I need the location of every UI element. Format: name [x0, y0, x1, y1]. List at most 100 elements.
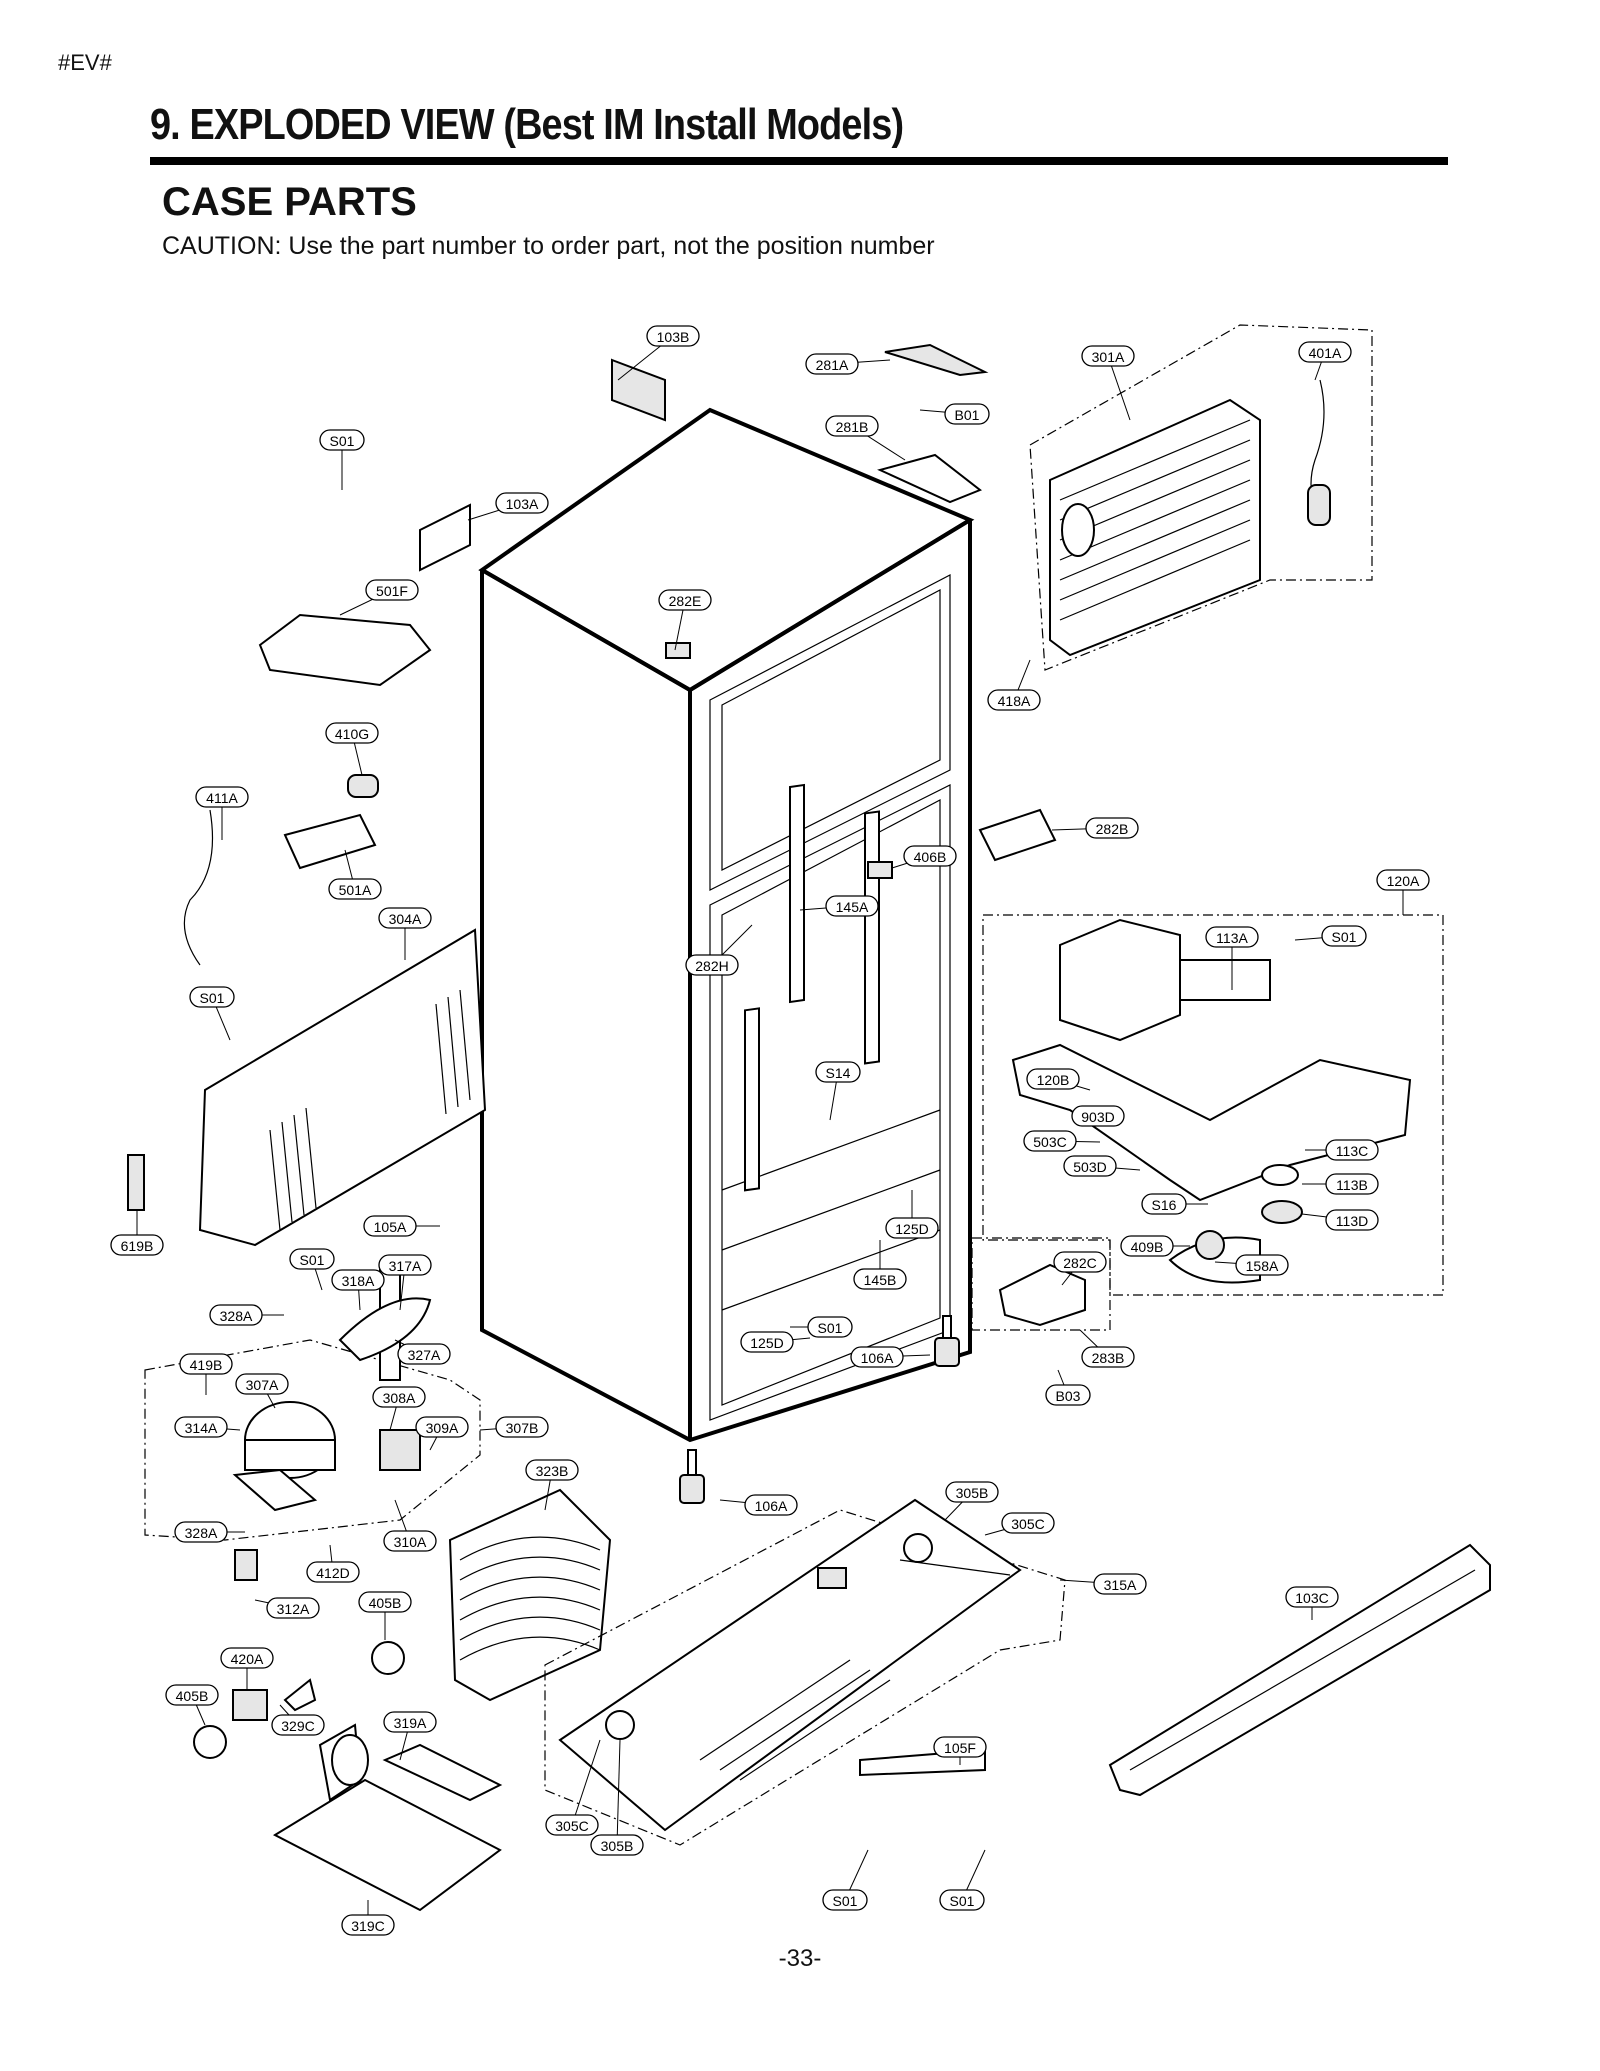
callout-label: 501F — [376, 583, 408, 599]
callout-315a: 315A — [1059, 1573, 1147, 1595]
callout-113d: 113D — [1301, 1209, 1379, 1231]
page-number: -33- — [778, 1945, 822, 1972]
evaporator-assembly — [1029, 324, 1373, 671]
callout-619b: 619B — [110, 1210, 164, 1256]
callout-bubble — [415, 1416, 469, 1438]
callout-bubble — [885, 1217, 939, 1239]
callout-503d: 503D — [1063, 1155, 1141, 1177]
callout-bubble — [209, 1304, 263, 1326]
callout-bubble — [195, 786, 249, 808]
callout-label: S01 — [300, 1252, 325, 1268]
callout-label: 106A — [755, 1498, 788, 1514]
callout-bubble — [1325, 1209, 1379, 1231]
callout-label: 903D — [1081, 1109, 1114, 1125]
callout-bubble — [590, 1834, 644, 1856]
callout-bubble — [383, 1530, 437, 1552]
section-title: CASE PARTS — [162, 180, 417, 224]
callout-308a: 308A — [372, 1386, 426, 1431]
callout-419b: 419B — [179, 1353, 233, 1395]
callout-319c: 319C — [341, 1900, 395, 1936]
callout-bubble — [853, 1268, 907, 1290]
callout-label: 501A — [339, 882, 372, 898]
callout-bubble — [266, 1597, 320, 1619]
callout-bubble — [378, 1254, 432, 1276]
callout-bubble — [944, 403, 990, 425]
callout-label: 412D — [316, 1565, 349, 1581]
callout-label: 420A — [231, 1651, 264, 1667]
callout-bubble — [289, 1248, 335, 1270]
callout-125db: 125D — [740, 1331, 811, 1353]
callout-label: 308A — [383, 1390, 416, 1406]
callout-label: 405B — [369, 1595, 402, 1611]
callout-420a: 420A — [220, 1647, 274, 1690]
callout-bubble — [1120, 1235, 1174, 1257]
callout-b01: B01 — [919, 403, 990, 425]
callout-283b: 283B — [1079, 1329, 1135, 1368]
callout-bubble — [189, 986, 235, 1008]
callout-label: 113D — [1336, 1213, 1368, 1229]
callout-bubble — [545, 1814, 599, 1836]
callout-314a: 314A — [174, 1416, 241, 1438]
top-hinge-parts — [258, 343, 1057, 879]
callout-bubble — [1045, 1384, 1091, 1406]
callout-bubble — [658, 589, 712, 611]
callout-103c: 103C — [1285, 1586, 1339, 1620]
callout-label: 319C — [351, 1918, 384, 1934]
callout-bubble — [815, 1061, 861, 1083]
callout-305ba: 305B — [944, 1481, 999, 1521]
callout-bubble — [363, 1215, 417, 1237]
callout-label: 282B — [1096, 821, 1129, 837]
callout-bubble — [1085, 817, 1139, 839]
callout-bubble — [341, 1914, 395, 1936]
callout-bubble — [358, 1591, 412, 1613]
callout-bubble — [825, 895, 879, 917]
callout-label: 619B — [121, 1238, 154, 1254]
leveling-feet — [679, 1315, 960, 1504]
callout-label: 307A — [246, 1377, 279, 1393]
callout-label: 409B — [1131, 1239, 1164, 1255]
callout-bubble — [1321, 925, 1367, 947]
callout-bubble — [1298, 341, 1352, 363]
callout-bubble — [1376, 869, 1430, 891]
title-underline — [150, 157, 1448, 165]
callout-120b: 120B — [1026, 1068, 1091, 1091]
callout-307b: 307B — [479, 1416, 549, 1438]
callout-bubble — [987, 689, 1041, 711]
callout-304a: 304A — [378, 907, 432, 960]
callout-503c: 503C — [1023, 1130, 1101, 1152]
callout-label: 120B — [1037, 1072, 1070, 1088]
callout-label: 145A — [836, 899, 869, 915]
callout-113c: 113C — [1305, 1139, 1379, 1161]
callout-bubble — [825, 415, 879, 437]
callout-310a: 310A — [383, 1499, 437, 1552]
bottom-front-cover — [859, 1543, 1491, 1797]
callout-label: B03 — [1056, 1388, 1081, 1404]
callout-label: 328A — [220, 1308, 253, 1324]
callout-281b: 281B — [825, 415, 906, 461]
callout-406b: 406B — [891, 845, 957, 869]
callout-327a: 327A — [394, 1339, 451, 1365]
callout-bubble — [1053, 1251, 1107, 1273]
callout-bubble — [1071, 1105, 1125, 1127]
callout-label: S01 — [950, 1893, 975, 1909]
callout-305bb: 305B — [590, 1739, 644, 1856]
callout-label: 319A — [394, 1715, 427, 1731]
callout-bubble — [235, 1373, 289, 1395]
callout-label: 419B — [190, 1357, 223, 1373]
callout-label: 103B — [657, 329, 690, 345]
callout-bubble — [1026, 1068, 1080, 1090]
callout-label: 106A — [861, 1350, 894, 1366]
callout-bubble — [383, 1711, 437, 1733]
callout-label: 323B — [536, 1463, 569, 1479]
callout-318a: 318A — [331, 1269, 385, 1311]
callout-bubble — [1063, 1155, 1117, 1177]
callout-label: S01 — [1332, 929, 1357, 945]
callout-309a: 309A — [415, 1416, 469, 1451]
callout-s01d: S01 — [289, 1248, 335, 1291]
callout-319a: 319A — [383, 1711, 437, 1761]
callout-label: S01 — [818, 1320, 843, 1336]
callout-bubble — [933, 1736, 987, 1758]
callout-bubble — [1325, 1139, 1379, 1161]
callout-label: 301A — [1092, 349, 1125, 365]
